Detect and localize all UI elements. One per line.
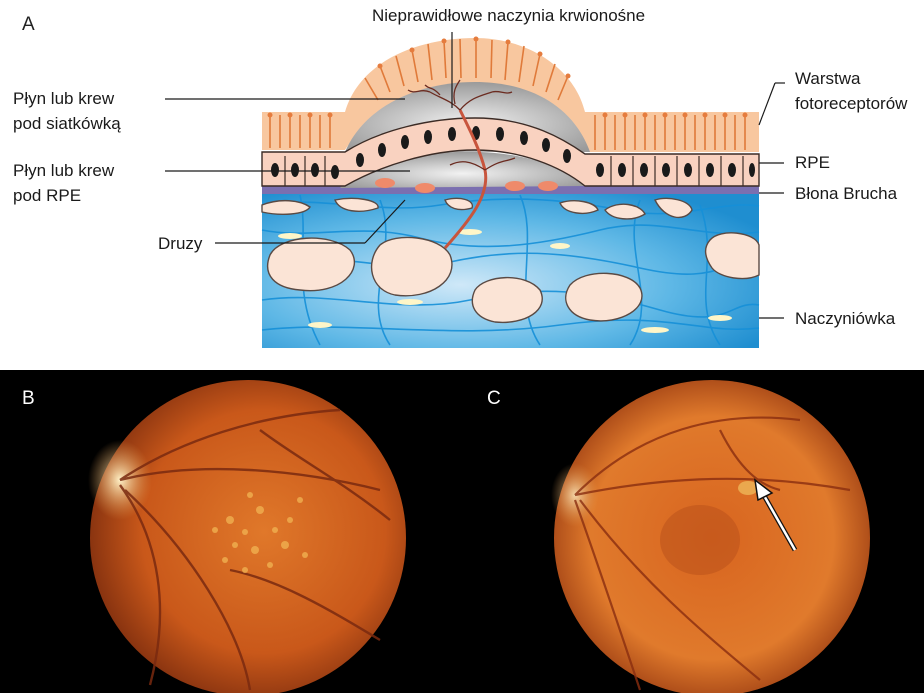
fundus-photos: B C <box>0 370 924 693</box>
label-fluid-under-retina-line1: Płyn lub krew <box>13 86 114 111</box>
label-fluid-under-rpe-line2: pod RPE <box>13 183 81 208</box>
label-fluid-under-rpe-line1: Płyn lub krew <box>13 158 114 183</box>
label-bruch-membrane: Błona Brucha <box>795 181 897 206</box>
label-photoreceptor-line1: Warstwa <box>795 66 861 91</box>
fundus-c <box>551 380 870 693</box>
label-photoreceptor-line2: fotoreceptorów <box>795 91 907 116</box>
label-fluid-under-retina-line2: pod siatkówką <box>13 111 121 136</box>
label-drusen: Druzy <box>158 231 202 256</box>
macula-c <box>660 505 740 575</box>
panel-a: A <box>0 0 924 370</box>
fundus-images <box>0 370 924 693</box>
label-abnormal-vessels: Nieprawidłowe naczynia krwionośne <box>372 3 645 28</box>
fundus-b <box>88 380 406 693</box>
retina-diagram <box>0 0 924 370</box>
label-choroid: Naczyniówka <box>795 306 895 331</box>
label-rpe: RPE <box>795 150 830 175</box>
